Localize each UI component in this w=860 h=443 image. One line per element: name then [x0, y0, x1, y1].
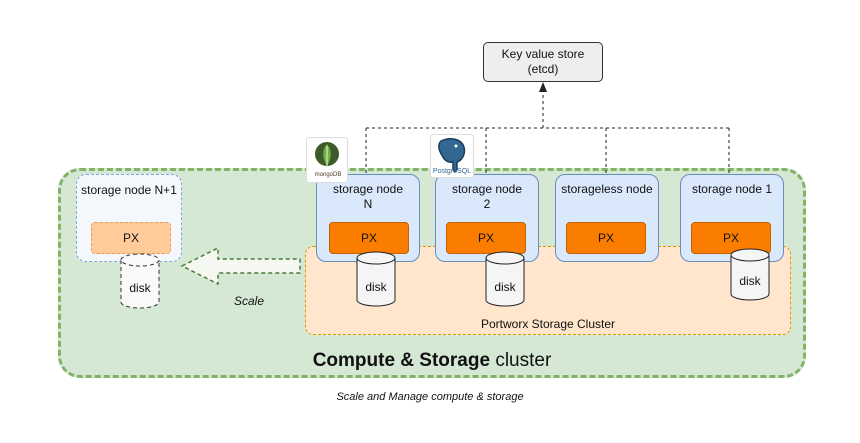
postgresql-elephant-icon	[438, 138, 466, 172]
px-new-node: PX	[91, 222, 171, 254]
mongodb-logo-text: mongoDB	[314, 172, 342, 178]
px-label: PX	[477, 231, 494, 245]
storage-node-n-label: storage node N	[316, 182, 420, 212]
px-node-n: PX	[329, 222, 409, 254]
disk-label-new-node: disk	[129, 281, 151, 295]
postgresql-logo	[430, 134, 474, 178]
scale-arrow	[180, 246, 301, 286]
node-label-line2: N	[363, 197, 373, 211]
diagram-caption: Scale and Manage compute & storage	[336, 391, 524, 403]
storage-node-2-label: storage node 2	[435, 182, 539, 212]
disk-label-node-1: disk	[739, 274, 761, 288]
mongodb-leaf-icon	[315, 142, 339, 168]
postgresql-logo-text: PostgreSQL	[432, 168, 472, 175]
kv-store-title: Key value store	[501, 47, 585, 61]
px-storageless-node: PX	[566, 222, 646, 254]
storageless-node-label: storageless node	[561, 182, 653, 196]
node-label-line1: storage node	[332, 182, 404, 196]
kv-store-subtitle: (etcd)	[527, 62, 559, 76]
storage-node-n-plus-1-label: storage node N+1	[81, 183, 177, 197]
disk-label-node-2: disk	[494, 280, 516, 294]
storage-node-1-label: storage node 1	[691, 182, 773, 196]
disk-node-n	[356, 251, 396, 307]
disk-node-1	[730, 248, 770, 301]
etcd-arrowhead	[539, 82, 547, 92]
cluster-title: Compute & Storage cluster	[58, 350, 806, 372]
disk-node-2	[485, 251, 525, 307]
node-label-line1: storage node	[451, 182, 523, 196]
cluster-title-bold: Compute & Storage	[312, 350, 491, 371]
etcd-connection-lines	[365, 84, 730, 174]
px-label: PX	[122, 231, 139, 245]
disk-new-node	[120, 253, 160, 309]
cluster-title-rest: cluster	[490, 350, 552, 371]
mongodb-logo	[306, 137, 348, 183]
key-value-store: Key value store (etcd)	[483, 42, 603, 82]
scale-label: Scale	[234, 294, 265, 308]
px-node-1: PX	[691, 222, 771, 254]
node-label-line2: 2	[483, 197, 491, 211]
disk-label-node-n: disk	[365, 280, 387, 294]
px-label: PX	[722, 231, 739, 245]
px-node-2: PX	[446, 222, 526, 254]
portworx-cluster-label: Portworx Storage Cluster	[480, 317, 616, 331]
px-label: PX	[360, 231, 377, 245]
px-label: PX	[597, 231, 614, 245]
